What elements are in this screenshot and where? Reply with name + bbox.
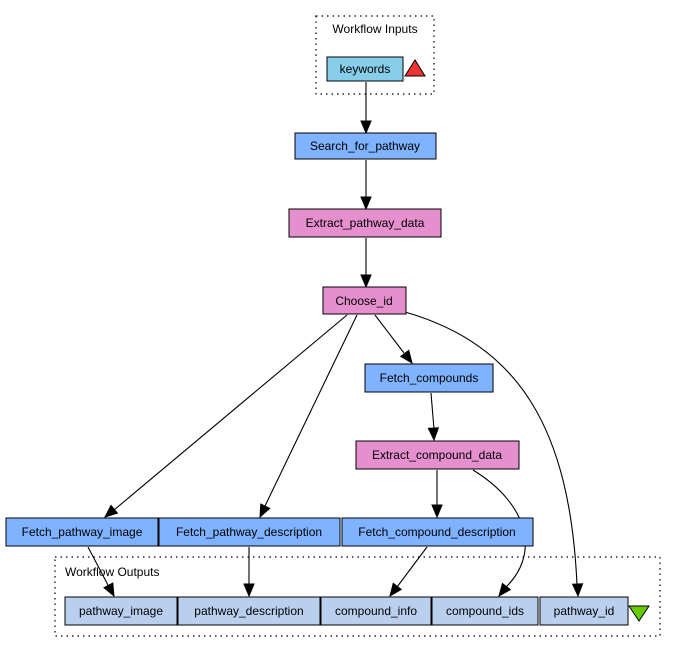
edge-extract-compound-data-to-fetch-compound-description [431,470,443,519]
edge-line [374,314,405,354]
arrowhead-icon [389,582,403,598]
edge-choose-id-to-pathway-id [404,311,584,598]
arrowhead-icon [360,196,372,211]
edge-line [404,311,578,586]
node-pathway-id[interactable]: pathway_id [539,596,629,626]
edge-fetch-compounds-to-extract-compound-data [427,392,440,442]
node-fetch-pathway-image[interactable]: Fetch_pathway_image [5,517,159,547]
input-port-triangle-icon [404,59,426,77]
edge-line [264,314,358,507]
workflow-inputs-label: Workflow Inputs [332,22,417,36]
svg-text:Choose_id: Choose_id [335,294,392,308]
arrowhead-icon [104,504,119,518]
edge-choose-id-to-fetch-pathway-image [104,314,348,518]
svg-text:keywords: keywords [340,62,391,76]
arrowhead-icon [571,583,584,598]
edge-fetch-pathway-description-to-pathway-description [243,547,255,598]
arrowhead-icon [360,120,372,135]
node-extract-pathway-data[interactable]: Extract_pathway_data [288,208,442,238]
edge-line [396,546,428,588]
edge-fetch-pathway-image-to-pathway-image [87,546,115,598]
edge-line [113,314,348,511]
node-pathway-description[interactable]: pathway_description [177,596,321,626]
node-choose-id[interactable]: Choose_id [322,286,407,315]
svg-text:Search_for_pathway: Search_for_pathway [310,139,420,153]
svg-text:pathway_id: pathway_id [554,604,615,618]
workflow-inputs-cluster: Workflow Inputs [315,15,435,95]
arrowhead-icon [427,427,440,442]
workflow-outputs-label: Workflow Outputs [65,565,159,579]
svg-text:Fetch_pathway_description: Fetch_pathway_description [176,525,322,539]
node-fetch-compounds[interactable]: Fetch_compounds [364,363,494,393]
arrowhead-icon [259,503,271,519]
edge-fetch-compound-description-to-compound-info [389,546,428,598]
node-keywords[interactable]: keywords [326,56,404,82]
edge-choose-id-to-fetch-pathway-description [259,314,358,519]
edge-keywords-to-search-for-pathway [360,82,372,135]
edge-line [87,546,110,588]
svg-text:Extract_pathway_data: Extract_pathway_data [306,216,425,230]
node-fetch-pathway-description[interactable]: Fetch_pathway_description [158,517,341,547]
node-compound-info[interactable]: compound_info [320,596,432,626]
svg-text:Extract_compound_data: Extract_compound_data [372,448,502,462]
workflow-outputs-cluster: Workflow Outputs [54,556,661,637]
svg-text:pathway_description: pathway_description [194,604,303,618]
edge-line [430,392,435,430]
output-port-triangle-icon [628,605,650,622]
svg-text:Fetch_compound_description: Fetch_compound_description [358,525,515,539]
edge-choose-id-to-fetch-compounds [374,314,413,365]
node-search-for-pathway[interactable]: Search_for_pathway [294,132,437,160]
arrowhead-icon [360,274,372,289]
edge-search-for-pathway-to-extract-pathway-data [360,160,372,211]
node-compound-ids[interactable]: compound_ids [431,596,539,626]
arrowhead-icon [103,582,115,598]
svg-text:Fetch_compounds: Fetch_compounds [380,371,479,385]
svg-text:pathway_image: pathway_image [79,604,163,618]
arrowhead-icon [399,349,413,365]
node-pathway-image[interactable]: pathway_image [64,596,178,626]
node-extract-compound-data[interactable]: Extract_compound_data [355,440,520,470]
edge-extract-pathway-data-to-choose-id [360,238,372,289]
arrowhead-icon [498,582,512,598]
svg-text:Fetch_pathway_image: Fetch_pathway_image [22,525,143,539]
arrowhead-icon [431,504,443,519]
node-fetch-compound-description[interactable]: Fetch_compound_description [341,517,534,547]
arrowhead-icon [243,583,255,598]
svg-text:compound_info: compound_info [335,604,417,618]
svg-text:compound_ids: compound_ids [446,604,524,618]
